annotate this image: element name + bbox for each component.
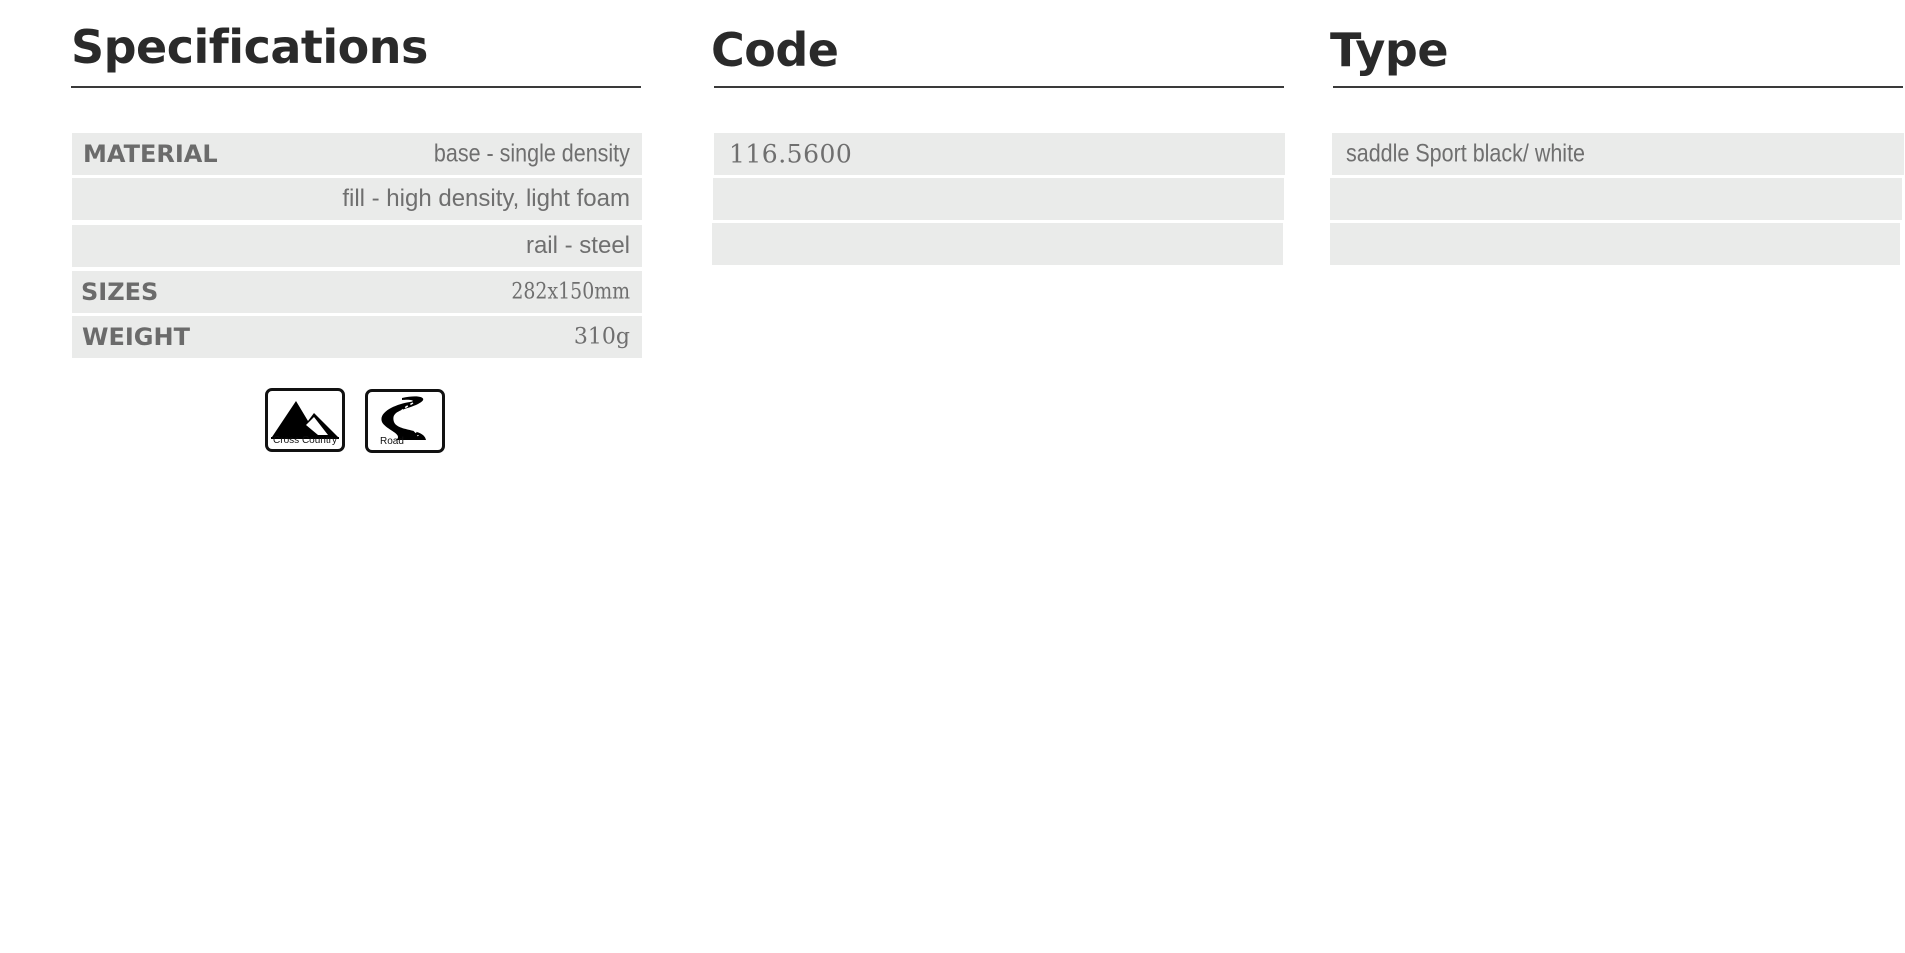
spec-row-fill: fill - high density, light foam [72,178,642,220]
code-row-1: 116.5600 [714,133,1285,175]
spec-value-base: base - single density [434,139,630,168]
spec-row-sizes: SIZES 282x150mm [72,271,642,313]
spec-value-weight: 310g [573,324,630,350]
type-title: Type [1330,23,1449,77]
code-title: Code [711,23,839,77]
type-row-3 [1330,223,1900,265]
mountain-icon [271,401,339,439]
road-caption: Road [380,436,404,447]
spec-value-rail: rail - steel [525,232,630,259]
code-value-1: 116.5600 [729,139,853,169]
specifications-divider [71,86,641,88]
spec-value-fill: fill - high density, light foam [342,185,630,212]
winding-road-icon [381,396,426,440]
spec-label-weight: WEIGHT [82,323,190,351]
code-row-3 [712,223,1283,265]
type-row-1: saddle Sport black/ white [1332,133,1904,175]
spec-value-sizes: 282x150mm [511,279,630,305]
code-divider [714,86,1284,88]
specifications-title: Specifications [71,20,428,74]
code-row-2 [713,178,1284,220]
spec-label-material: MATERIAL [83,140,218,168]
cross-country-caption: Cross Country [273,435,337,446]
spec-label-sizes: SIZES [81,278,159,306]
spec-row-weight: WEIGHT 310g [72,316,642,358]
cross-country-badge: Cross Country [265,388,345,452]
type-value-1: saddle Sport black/ white [1346,139,1586,168]
type-row-2 [1330,178,1902,220]
type-divider [1333,86,1903,88]
road-badge: Road [365,389,445,453]
spec-row-material: MATERIAL base - single density [72,133,642,175]
spec-row-rail: rail - steel [72,225,642,267]
